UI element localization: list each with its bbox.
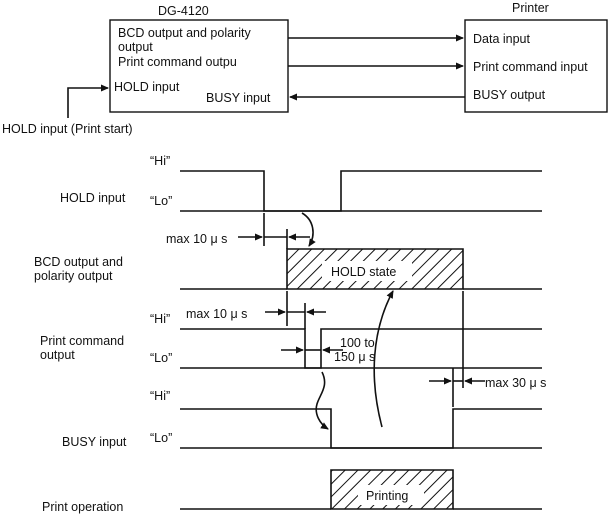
signal-labels: “Hi” “Lo” HOLD input BCD output and pola… <box>34 154 172 514</box>
hold-input-arrow <box>67 84 109 118</box>
waveforms: HOLD state Printing <box>180 170 542 510</box>
hold-input-waveform <box>180 170 542 212</box>
printer-box <box>464 19 608 113</box>
hold-state-label: HOLD state <box>331 265 396 279</box>
controller-bcd-output-label-2: output <box>118 40 153 54</box>
timing-annotations: max 10 μ s max 10 μ s 100 to 150 μ s max… <box>166 212 546 430</box>
printing-label-bg <box>358 485 424 505</box>
max-10us-label-b: max 10 μ s <box>186 307 247 321</box>
hold-state-label-bg <box>322 261 412 281</box>
print-cmd-signal-label-1: Print command <box>40 334 124 348</box>
busy-to-hold-curve <box>373 290 394 428</box>
bcd-signal-label-1: BCD output and <box>34 255 123 269</box>
pulse-width-label-2: 150 μ s <box>334 350 375 364</box>
hold-input-signal-label: HOLD input <box>60 191 126 205</box>
printer-title: Printer <box>512 1 549 15</box>
bcd-signal-label-2: polarity output <box>34 269 113 283</box>
external-hold-label: HOLD input (Print start) <box>2 122 133 136</box>
busy-hi-label: “Hi” <box>150 389 170 403</box>
busy-lo-label: “Lo” <box>150 431 172 445</box>
hold-hi-label: “Hi” <box>150 154 170 168</box>
controller-hold-input-label: HOLD input <box>114 80 180 94</box>
busy-input-waveform <box>180 408 542 449</box>
print-cmd-signal-label-2: output <box>40 348 75 362</box>
busy-input-signal-label: BUSY input <box>62 435 127 449</box>
print-cmd-lo-label: “Lo” <box>150 351 172 365</box>
printer-data-input-label: Data input <box>473 32 531 46</box>
controller-bcd-output-label: BCD output and polarity <box>118 26 251 40</box>
controller-title: DG-4120 <box>158 4 209 18</box>
printing-label: Printing <box>366 489 408 503</box>
pulse-width-label-1: 100 to <box>340 336 375 350</box>
controller-box <box>109 19 289 113</box>
print-operation-signal-label: Print operation <box>42 500 123 514</box>
print-cmd-hi-label: “Hi” <box>150 312 170 326</box>
controller-busy-input-label: BUSY input <box>206 91 271 105</box>
hold-to-bcd-curve <box>301 212 316 247</box>
controller-print-command-label: Print command outpu <box>118 55 237 69</box>
printer-busy-output-label: BUSY output <box>473 88 546 102</box>
hold-lo-label: “Lo” <box>150 194 172 208</box>
max-10us-label-a: max 10 μ s <box>166 232 227 246</box>
max-30us-label: max 30 μ s <box>485 376 546 390</box>
printer-print-command-label: Print command input <box>473 60 588 74</box>
print-cmd-to-busy-curve <box>315 371 329 430</box>
block-diagram: DG-4120 BCD output and polarity output P… <box>2 1 608 136</box>
